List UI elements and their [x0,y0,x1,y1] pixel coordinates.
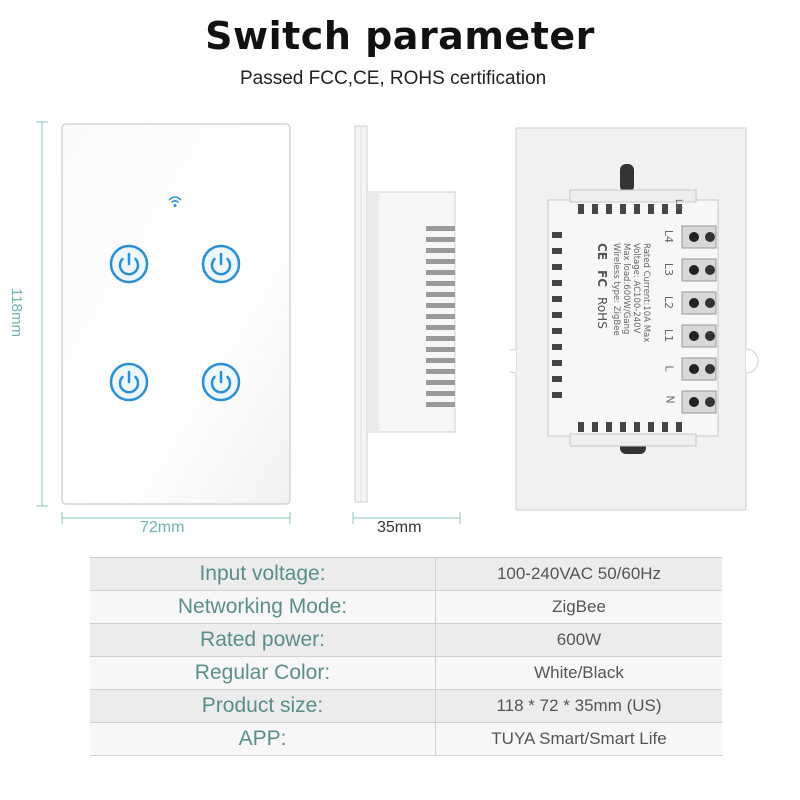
table-row: Product size: 118 * 72 * 35mm (US) [90,690,722,723]
power-icon[interactable] [199,360,243,404]
spec-label: APP: [90,723,436,755]
depth-dimension-label: 35mm [377,519,422,536]
terminal-label: L3 [662,262,676,277]
height-dimension-label: 118mm [7,288,25,337]
spec-value: 600W [556,630,602,649]
front-view-diagram [36,121,291,524]
terminal-label: N [663,395,677,404]
width-dimension-label: 72mm [140,519,185,536]
terminal-label: L1 [662,328,676,343]
front-glass-panel [61,123,291,505]
power-icon[interactable] [107,360,151,404]
spec-value: ZigBee [552,597,606,616]
wifi-icon [168,196,182,207]
fcc-mark: FC [595,270,609,288]
rating-text-group: Rated Current:10A Max Voltage: AC100-240… [595,243,651,393]
terminal-label: L4 [673,199,683,210]
spec-label: Input voltage: [90,558,436,590]
terminal-label: L2 [662,295,676,310]
spec-label: Networking Mode: [90,591,436,623]
table-row: Regular Color: White/Black [90,657,722,690]
spec-label: Product size: [90,690,436,722]
voltage-text: Voltage: AC100-240V [631,243,641,334]
page-title: Switch parameter [205,14,595,58]
side-view-diagram [352,125,461,524]
spec-label: Rated power: [90,624,436,656]
spec-table: Input voltage: 100-240VAC 50/60Hz Networ… [90,557,722,756]
wireless-type-text: Wireless type: ZigBee [611,243,621,336]
power-icon[interactable] [107,242,151,286]
back-view-diagram [510,127,759,511]
spec-label: Regular Color: [90,657,436,689]
terminal-label: L [662,365,676,372]
table-row: Networking Mode: ZigBee [90,591,722,624]
table-row: APP: TUYA Smart/Smart Life [90,723,722,756]
max-load-text: Max load:600W/Gang [621,243,631,335]
spec-value: 100-240VAC 50/60Hz [496,564,662,583]
terminal-label: L4 [662,229,676,244]
power-icon[interactable] [199,242,243,286]
spec-value: 118 * 72 * 35mm (US) [496,696,662,715]
spec-value: TUYA Smart/Smart Life [491,729,667,748]
table-row: Rated power: 600W [90,624,722,657]
certification-subtitle: Passed FCC,CE, ROHS certification [240,68,547,89]
ce-mark: CE [595,243,609,261]
rated-current-text: Rated Current:10A Max [641,243,651,343]
rohs-mark: RoHS [595,297,609,329]
table-row: Input voltage: 100-240VAC 50/60Hz [90,558,722,591]
spec-value: White/Black [534,663,624,682]
